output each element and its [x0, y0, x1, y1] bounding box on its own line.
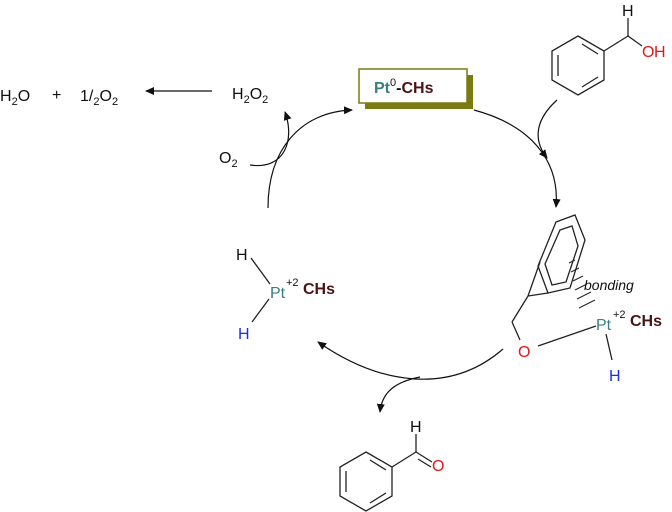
- carbonyl-o-label: O: [432, 458, 444, 475]
- plus-sign: +: [52, 87, 61, 104]
- pi-complex-h-label: H: [609, 368, 621, 385]
- aldehyde-h-label: H: [410, 419, 422, 436]
- hydride-chs-label: CHs: [303, 281, 335, 298]
- product-benzene-ring: [339, 451, 393, 512]
- bonding-label: bonding: [584, 277, 634, 293]
- hashed-bonding-wedge: [568, 259, 596, 309]
- hydroxyl-h-label: H: [654, 44, 666, 61]
- pi-complex-pt-label: Pt: [596, 317, 612, 334]
- oxygen-label: O2: [219, 150, 238, 170]
- hydroxyl-o-label: O: [642, 44, 654, 61]
- hydride-h-top: H: [236, 247, 248, 264]
- pi-complex-charge: +2: [613, 309, 626, 321]
- catalyst-label: Pt0-CHs: [374, 77, 434, 97]
- hydride-h-bottom: H: [238, 326, 250, 343]
- hydride-charge: +2: [286, 277, 299, 289]
- benzene-ring: [551, 35, 605, 96]
- substrate-in-arrow: [537, 99, 558, 159]
- alcohol-h-label: H: [622, 3, 634, 20]
- peroxide-label: H2O2: [232, 86, 268, 106]
- product-out-arrow: [376, 376, 421, 413]
- hydride-complex-structure: H Pt +2 CHs H: [236, 247, 335, 343]
- catalyst-badge: Pt0-CHs: [358, 68, 473, 109]
- water-label: H2O: [0, 88, 30, 108]
- cycle-arrow-regeneration: [267, 106, 353, 209]
- alkoxide-o-label: O: [518, 344, 530, 361]
- cycle-arrow-adsorption: [473, 109, 561, 208]
- badge-frame: [358, 68, 468, 104]
- hydride-pt-label: Pt: [270, 285, 286, 302]
- cycle-arrow-hydride-transfer: [317, 341, 504, 380]
- pi-complex-chs-label: CHs: [630, 313, 662, 330]
- benzaldehyde-structure: H O: [339, 419, 444, 512]
- byproduct-water-oxygen: H2O + 1/2O2: [0, 87, 118, 108]
- adsorbed-benzene-ring: [537, 214, 586, 294]
- pi-complex-structure: bonding O Pt +2 CHs H: [511, 214, 662, 385]
- benzyl-alcohol-structure: H O H: [551, 3, 666, 96]
- half-oxygen-label: 1/2O2: [80, 88, 118, 108]
- oxygen-to-peroxide-arrow: [249, 111, 292, 167]
